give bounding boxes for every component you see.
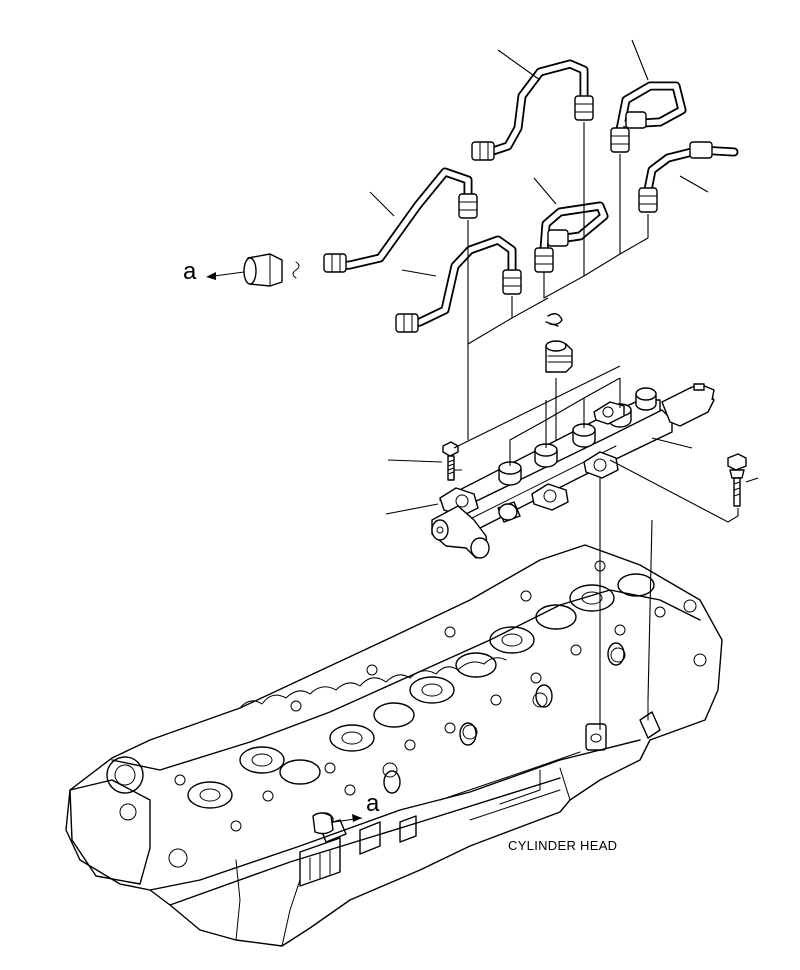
bolt-holes xyxy=(174,560,707,832)
common-rail-assembly xyxy=(431,383,715,559)
cylinder-head xyxy=(65,544,723,947)
reference-label-a-top: a xyxy=(183,258,197,285)
reference-label-a-head: a xyxy=(366,790,380,817)
front-face-details xyxy=(299,751,581,887)
injector-bosses xyxy=(314,642,625,843)
pressure-limiter xyxy=(545,340,573,373)
rail-mount-boss xyxy=(585,699,661,751)
callout-leaders xyxy=(369,39,759,515)
retaining-clip xyxy=(545,313,563,327)
plug-left xyxy=(206,253,300,287)
cylinder-head-label: CYLINDER HEAD xyxy=(508,838,618,853)
rail-bolts xyxy=(442,441,747,507)
pipe-nuts xyxy=(323,95,713,333)
assembly-lines xyxy=(453,122,739,730)
injection-pipes xyxy=(323,59,739,333)
head-reference-arrow xyxy=(312,812,363,835)
valve-pockets xyxy=(187,573,655,809)
